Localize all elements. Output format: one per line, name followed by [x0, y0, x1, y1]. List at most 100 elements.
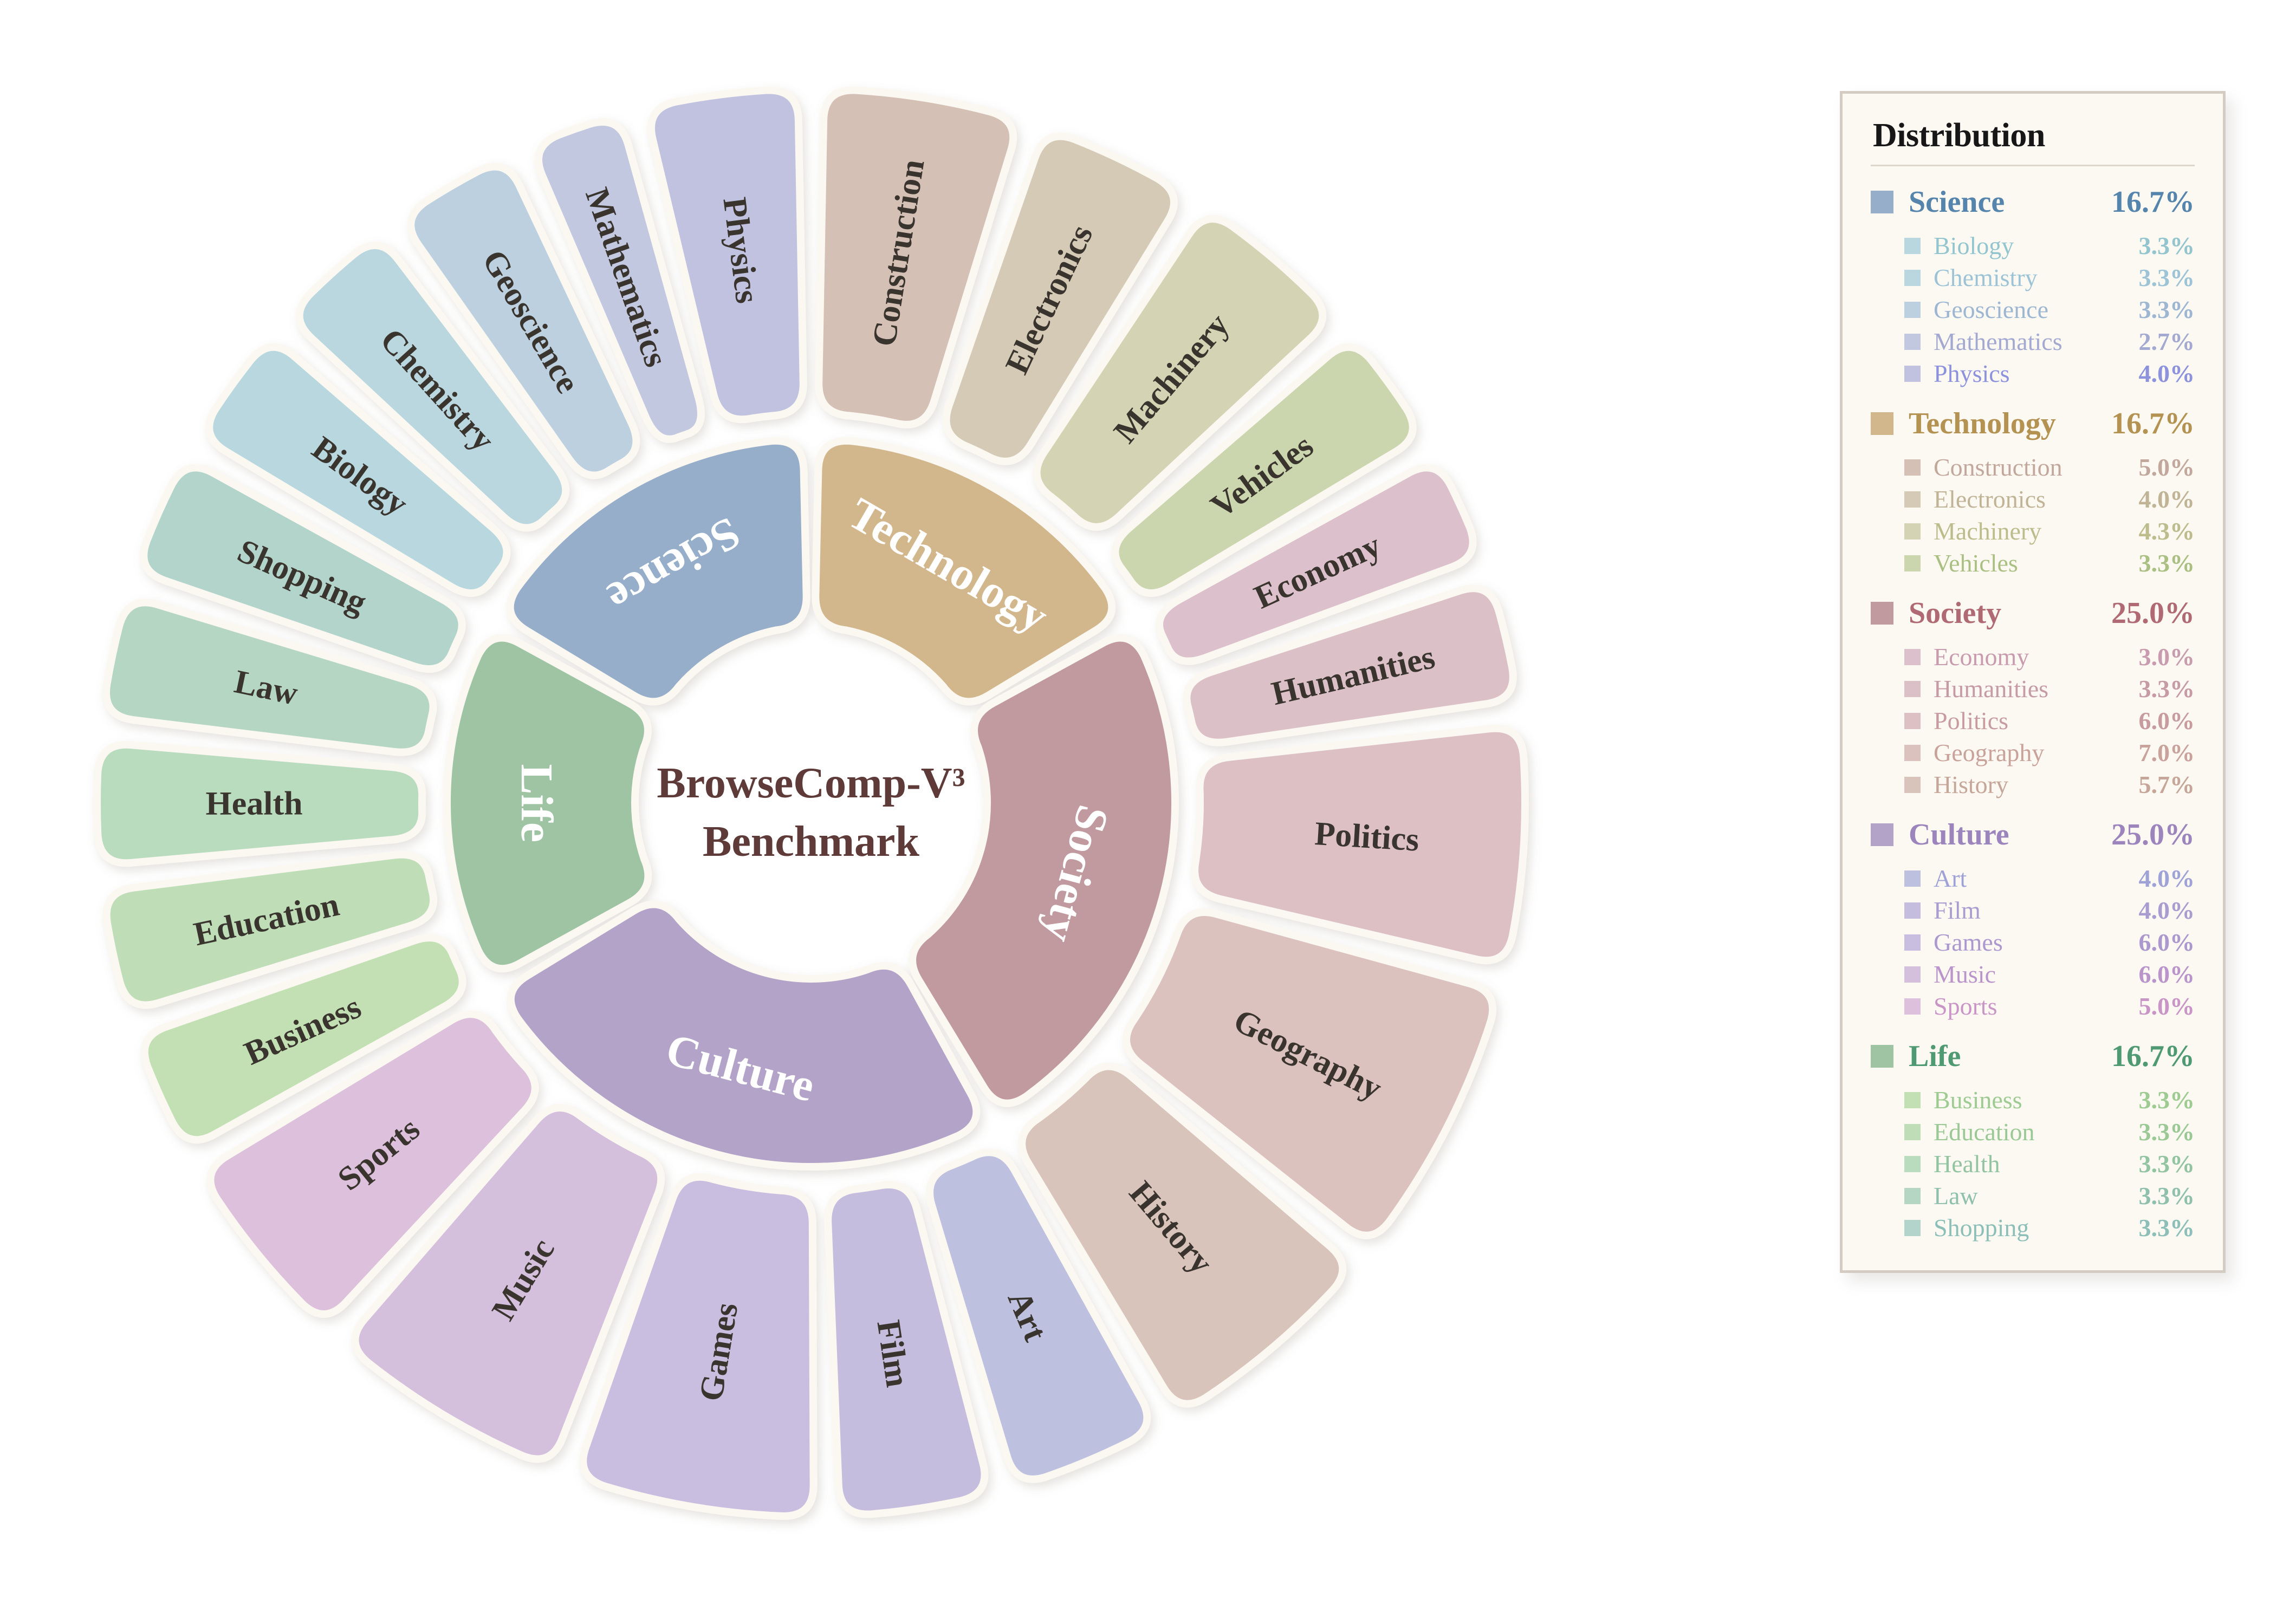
- sunburst-outer-segment[interactable]: [1123, 908, 1497, 1239]
- legend-swatch-icon: [1904, 712, 1921, 729]
- legend-sub-value: 3.3%: [2138, 675, 2195, 703]
- legend-swatch-icon: [1904, 934, 1921, 951]
- sunburst-outer-segment[interactable]: [579, 1173, 818, 1520]
- legend-swatch-icon: [1904, 1155, 1921, 1172]
- legend-sub-label: Humanities: [1934, 675, 2049, 703]
- legend-swatch-icon: [1904, 1219, 1921, 1236]
- legend-swatch-icon: [1904, 776, 1921, 793]
- center-title-line1: BrowseComp-V³: [657, 759, 965, 807]
- sunburst-outer-segment[interactable]: [351, 1103, 665, 1463]
- legend-sub-value: 2.7%: [2138, 328, 2195, 355]
- sunburst-outer-segment[interactable]: [1111, 343, 1417, 597]
- sunburst-outer-segment[interactable]: [205, 343, 511, 597]
- legend-sub-value: 3.3%: [2138, 296, 2195, 323]
- legend-major-label: Science: [1909, 185, 2005, 219]
- legend-swatch-icon: [1904, 998, 1921, 1015]
- sunburst-outer-segment[interactable]: [647, 86, 807, 424]
- legend-major-label: Society: [1909, 596, 2002, 630]
- legend-sub-label: Mathematics: [1934, 328, 2062, 355]
- legend-sub-row[interactable]: Mathematics 2.7%: [1904, 327, 2195, 356]
- legend-sub-label: Physics: [1934, 360, 2010, 387]
- sunburst-inner-segment[interactable]: [909, 634, 1179, 1107]
- legend-divider: [1871, 165, 2195, 166]
- sunburst-inner-segment[interactable]: [812, 437, 1116, 706]
- legend-major-value: 16.7%: [2111, 185, 2195, 219]
- sunburst-outer-segment[interactable]: [1155, 464, 1477, 665]
- sunburst-outer-segment[interactable]: [815, 86, 1017, 428]
- sunburst-inner-segment[interactable]: [506, 437, 810, 706]
- sunburst-outer-segment[interactable]: [1191, 724, 1529, 965]
- legend-sub-row[interactable]: Machinery 4.3%: [1904, 517, 2195, 545]
- legend-sub-value: 6.0%: [2138, 928, 2195, 956]
- sunburst-outer-segment[interactable]: [93, 740, 426, 867]
- legend-swatch-icon: [1904, 1187, 1921, 1204]
- center-title-line2: Benchmark: [703, 818, 920, 866]
- sunburst-outer-segment[interactable]: [926, 1148, 1151, 1483]
- sunburst-outer-segment[interactable]: [1018, 1062, 1347, 1408]
- sunburst-outer-segment[interactable]: [140, 934, 466, 1144]
- legend-sub-value: 6.0%: [2138, 707, 2195, 735]
- legend-sub-label: Art: [1934, 865, 1967, 892]
- legend-sub-label: Machinery: [1934, 517, 2042, 545]
- legend-sub-value: 4.3%: [2138, 517, 2195, 545]
- sunburst-outer-segment[interactable]: [102, 599, 437, 756]
- sunburst-outer-segment[interactable]: [1033, 215, 1327, 531]
- legend-swatch-icon: [1871, 602, 1893, 625]
- legend-swatch-icon: [1904, 555, 1921, 571]
- sunburst-outer-segment[interactable]: [1183, 584, 1517, 746]
- legend-sub-value: 3.3%: [2138, 1214, 2195, 1242]
- sunburst-outer-segment[interactable]: [535, 118, 705, 443]
- legend-swatch-icon: [1904, 333, 1921, 350]
- sunburst-outer-segment[interactable]: [102, 850, 438, 1009]
- sunburst-outer-segment[interactable]: [407, 163, 640, 479]
- legend-swatch-icon: [1904, 237, 1921, 254]
- legend-swatch-icon: [1904, 902, 1921, 919]
- legend-sub-value: 4.0%: [2138, 865, 2195, 892]
- sunburst-inner-segment[interactable]: [507, 900, 981, 1171]
- sunburst-outer-segment[interactable]: [295, 241, 570, 532]
- sunburst-inner-segment[interactable]: [443, 634, 652, 973]
- legend-major-row[interactable]: Science 16.7%: [1871, 185, 2195, 219]
- sunburst-outer-segment[interactable]: [140, 464, 466, 673]
- legend-sub-value: 4.0%: [2138, 485, 2195, 513]
- legend-sub-row[interactable]: Art 4.0%: [1904, 864, 2195, 893]
- legend-swatch-icon: [1871, 823, 1893, 846]
- sunburst-outer-segment[interactable]: [942, 132, 1178, 465]
- sunburst-outer-segment[interactable]: [206, 1010, 539, 1318]
- legend-sub-row[interactable]: Humanities 3.3%: [1904, 674, 2195, 703]
- legend-sub-value: 4.0%: [2138, 896, 2195, 924]
- sunburst-outer-segment[interactable]: [824, 1180, 989, 1518]
- legend-sub-value: 3.3%: [2138, 1086, 2195, 1114]
- legend-sub-value: 5.0%: [2138, 453, 2195, 481]
- legend-swatch-icon: [1904, 491, 1921, 508]
- legend-swatch-icon: [1904, 301, 1921, 318]
